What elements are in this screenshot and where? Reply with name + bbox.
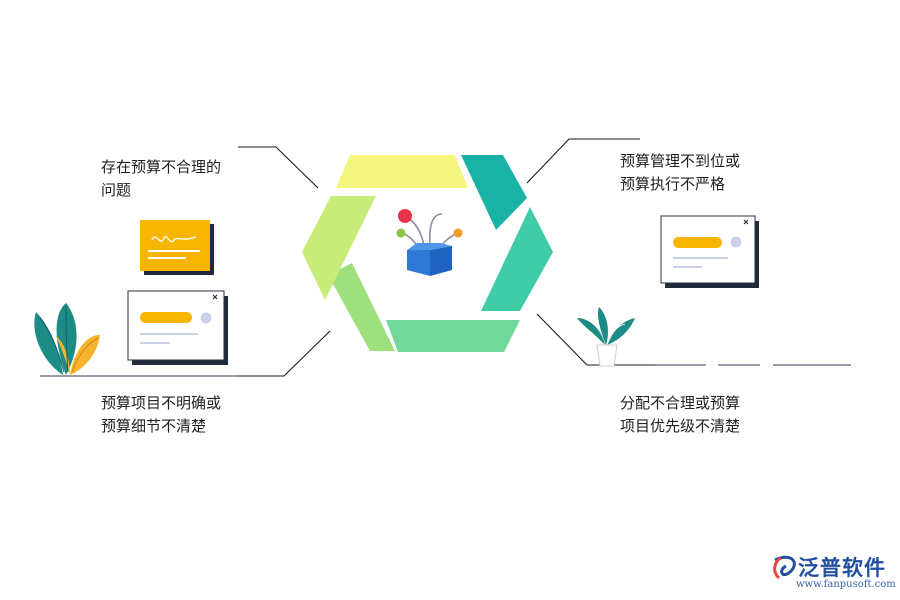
label-top-left-line-1: 存在预算不合理的 (101, 158, 222, 176)
brand-name: 泛普软件 (798, 556, 886, 580)
cycle-segment-lower-right (481, 207, 553, 311)
brand-url: www.fanpusoft.com (796, 579, 896, 590)
potted-plant-icon (577, 307, 635, 367)
label-top-left-line-2: 问题 (101, 181, 132, 199)
label-bottom-right-line-2: 项目优先级不清楚 (620, 417, 741, 435)
label-bottom-right-line-1: 分配不合理或预算 (620, 394, 741, 412)
connector-bottom-left (238, 330, 331, 377)
hexagon-cycle (302, 155, 553, 352)
cycle-segment-upper-left (302, 196, 376, 300)
cycle-segment-top (336, 155, 468, 188)
brand-logo-icon (773, 555, 796, 580)
label-bottom-right: 分配不合理或预算 项目优先级不清楚 (620, 392, 740, 438)
label-top-right: 预算管理不到位或 预算执行不严格 (620, 150, 740, 196)
label-bottom-left-line-1: 预算项目不明确或 (101, 394, 222, 412)
dialog-card-right-icon (660, 215, 759, 288)
connector-bottom-right (536, 313, 655, 366)
dialog-card-left-icon (127, 290, 228, 365)
cycle-segment-upper-right (461, 155, 527, 230)
signature-card-icon (140, 220, 214, 275)
label-bottom-left: 预算项目不明确或 预算细节不清楚 (101, 392, 221, 438)
label-top-left: 存在预算不合理的 问题 (101, 156, 221, 202)
connector-top-right (526, 138, 640, 184)
label-top-right-line-2: 预算执行不严格 (620, 175, 726, 193)
connector-top-left (238, 146, 319, 189)
label-bottom-left-line-2: 预算细节不清楚 (101, 417, 207, 435)
cycle-segment-bottom (386, 320, 520, 352)
plant-left-icon (34, 303, 100, 375)
cycle-segment-lower-left (328, 263, 395, 351)
label-top-right-line-1: 预算管理不到位或 (620, 152, 741, 170)
brand-logo: 泛普软件 www.fanpusoft.com (772, 552, 896, 596)
box-network-icon (396, 209, 463, 276)
